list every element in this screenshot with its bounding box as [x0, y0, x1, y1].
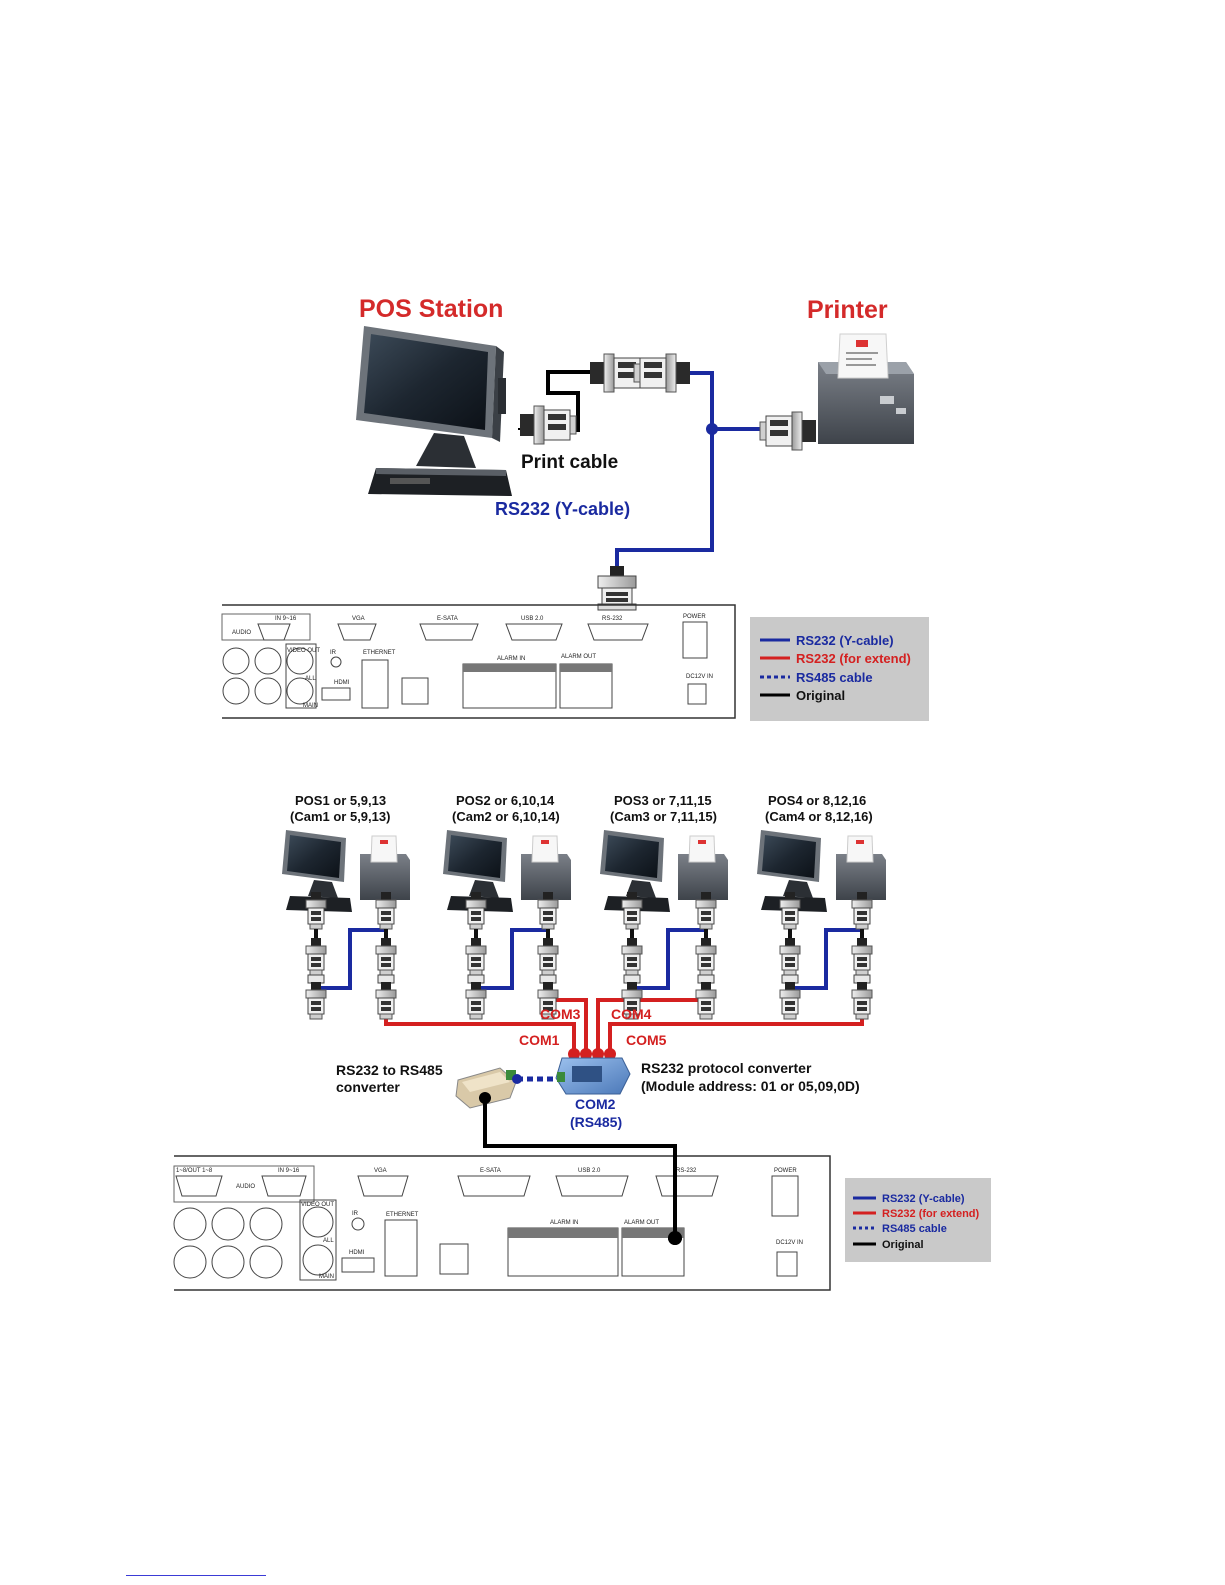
pos-group-3-cam-label: (Cam3 or 7,11,15)	[610, 809, 717, 824]
alarm-in-label: ALARM IN	[497, 656, 525, 662]
pos-station-icon	[356, 326, 512, 496]
diagram-1: POS Station Printer Print cable RS232 (Y…	[221, 295, 929, 721]
connector-stack-icon	[306, 892, 326, 1019]
printer-icon	[520, 835, 572, 901]
printer-icon	[835, 835, 887, 901]
rs485-end-dot	[512, 1074, 522, 1084]
ethernet-label: ETHERNET	[363, 650, 396, 656]
legend-rs485-label: RS485 cable	[882, 1223, 947, 1235]
all-label: ALL	[305, 676, 316, 682]
alarm-out-label: ALARM OUT	[624, 1220, 659, 1226]
alarm-in-label: ALARM IN	[550, 1220, 578, 1226]
esata-label: E-SATA	[480, 1168, 501, 1174]
pos-group-4-label: POS4 or 8,12,16	[768, 793, 866, 808]
pos-group-2-cam-label: (Cam2 or 6,10,14)	[452, 809, 560, 824]
com4-label: COM4	[611, 1006, 652, 1022]
rs232-port-label: RS-232	[602, 616, 623, 622]
audio-out-label: 1~8/OUT 1~8	[176, 1168, 213, 1174]
rs232-y-cable-line	[615, 371, 714, 570]
rs232-rs485-converter-icon	[455, 1067, 517, 1109]
db9-connector-icon	[519, 405, 577, 445]
in-range-label: IN 9~16	[278, 1168, 300, 1174]
legend-ycable-label: RS232 (Y-cable)	[796, 633, 894, 648]
pos-group-2-label: POS2 or 6,10,14	[456, 793, 555, 808]
dvr-rear-panel: 1~8/OUT 1~8 AUDIO IN 9~16	[173, 1155, 831, 1291]
audio-label: AUDIO	[236, 1184, 255, 1190]
power-label: POWER	[683, 614, 706, 620]
connector-stack-icon	[852, 892, 872, 1019]
esata-label: E-SATA	[437, 616, 458, 622]
db9-connector-icon	[633, 353, 691, 393]
ir-label: IR	[352, 1211, 359, 1217]
protocol-converter-label-line2: (Module address: 01 or 05,09,0D)	[641, 1078, 860, 1094]
usb-label: USB 2.0	[578, 1168, 601, 1174]
com2-label: COM2	[575, 1096, 616, 1112]
main-label: MAIN	[319, 1274, 334, 1280]
hdmi-label: HDMI	[349, 1250, 365, 1256]
printer-icon	[677, 835, 729, 901]
legend-rs485-label: RS485 cable	[796, 670, 873, 685]
video-out-label: VIDEO OUT	[287, 648, 320, 654]
protocol-converter-icon	[555, 1057, 631, 1095]
com1-label: COM1	[519, 1032, 560, 1048]
pos-group-4-cam-label: (Cam4 or 8,12,16)	[765, 809, 873, 824]
db9-connector-icon	[759, 411, 817, 451]
legend-ycable-label: RS232 (Y-cable)	[882, 1193, 965, 1205]
connector-stack-icon	[622, 892, 642, 1019]
protocol-converter-label-line1: RS232 protocol converter	[641, 1060, 812, 1076]
legend-original-label: Original	[796, 688, 845, 703]
rs485-label: (RS485)	[570, 1114, 622, 1130]
rs232-y-cables	[314, 928, 860, 990]
power-label: POWER	[774, 1168, 797, 1174]
connector-stack-icon	[780, 892, 800, 1019]
legend-original-label: Original	[882, 1239, 924, 1251]
all-label: ALL	[323, 1238, 334, 1244]
hdmi-label: HDMI	[334, 680, 350, 686]
vga-label: VGA	[352, 616, 365, 622]
printer-icon	[817, 333, 915, 445]
rs232-ycable-label: RS232 (Y-cable)	[495, 499, 630, 519]
dc12v-label: DC12V IN	[686, 674, 713, 680]
legend-extend-label: RS232 (for extend)	[882, 1208, 980, 1220]
connector-stack-icon	[376, 892, 396, 1019]
converter-label-line1: RS232 to RS485	[336, 1062, 443, 1078]
com3-label: COM3	[540, 1006, 581, 1022]
diagram-2: POS1 or 5,9,13 (Cam1 or 5,9,13) POS2 or …	[173, 793, 991, 1291]
cable-junction-dot	[706, 423, 718, 435]
in-range-label: IN 9~16	[275, 616, 297, 622]
print-cable-label: Print cable	[521, 452, 618, 473]
audio-label: AUDIO	[232, 630, 251, 636]
alarm-out-label: ALARM OUT	[561, 654, 596, 660]
com-port-dots	[568, 1048, 616, 1060]
dc12v-label: DC12V IN	[776, 1240, 803, 1246]
footnote-rule	[126, 1575, 266, 1576]
dvr-rear-panel: AUDIO IN 9~16 VGA E-SATA USB 2.0 RS-232 …	[221, 604, 736, 719]
legend-1: RS232 (Y-cable) RS232 (for extend) RS485…	[750, 617, 929, 721]
connector-stack-icon	[466, 892, 486, 1019]
connector-stack-icon	[696, 892, 716, 1019]
converter-label-line2: converter	[336, 1079, 400, 1095]
pos-group-1-cam-label: (Cam1 or 5,9,13)	[290, 809, 390, 824]
usb-label: USB 2.0	[521, 616, 544, 622]
rs232-port-label: RS-232	[676, 1168, 697, 1174]
ir-label: IR	[330, 650, 337, 656]
pos-group-3-label: POS3 or 7,11,15	[614, 793, 712, 808]
vga-label: VGA	[374, 1168, 387, 1174]
connector-stack-icon	[538, 892, 558, 1019]
pos-station-title: POS Station	[359, 295, 503, 323]
cable-end-dot	[668, 1231, 682, 1245]
legend-extend-label: RS232 (for extend)	[796, 651, 911, 666]
pos-group-1-label: POS1 or 5,9,13	[295, 793, 386, 808]
com5-label: COM5	[626, 1032, 667, 1048]
ethernet-label: ETHERNET	[386, 1212, 419, 1218]
printer-icon	[359, 835, 411, 901]
main-label: MAIN	[303, 703, 318, 709]
video-out-label: VIDEO OUT	[301, 1202, 334, 1208]
legend-2: RS232 (Y-cable) RS232 (for extend) RS485…	[845, 1178, 991, 1262]
cable-end-dot	[479, 1092, 491, 1104]
printer-title: Printer	[807, 296, 888, 324]
db9-vertical-connector-icon	[597, 566, 637, 611]
